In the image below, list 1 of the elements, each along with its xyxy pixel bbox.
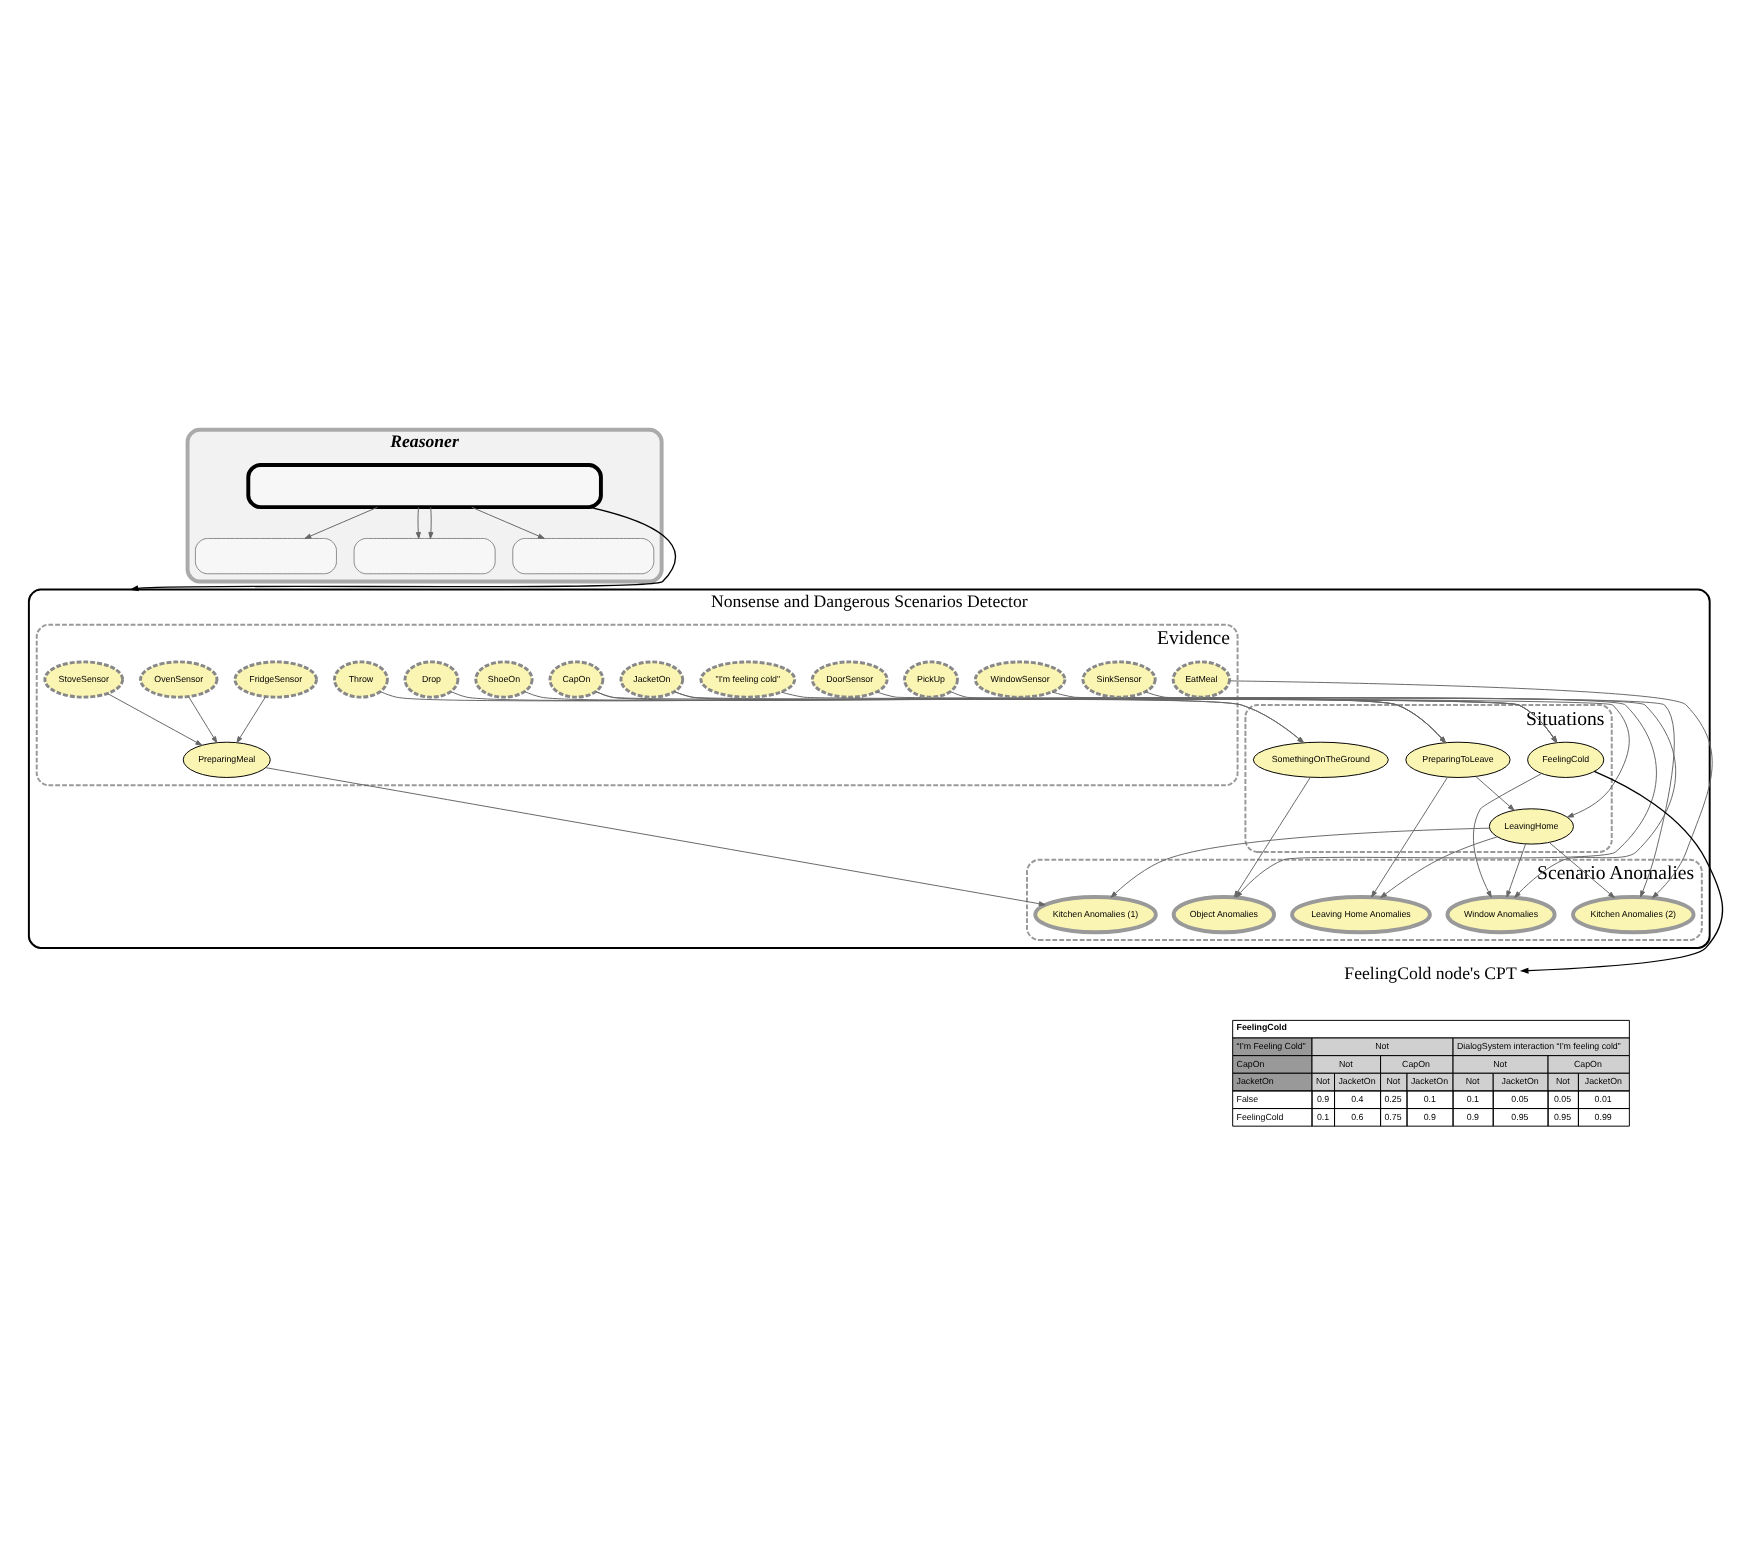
node-text: FeelingCold node's CPT bbox=[1344, 961, 1517, 982]
